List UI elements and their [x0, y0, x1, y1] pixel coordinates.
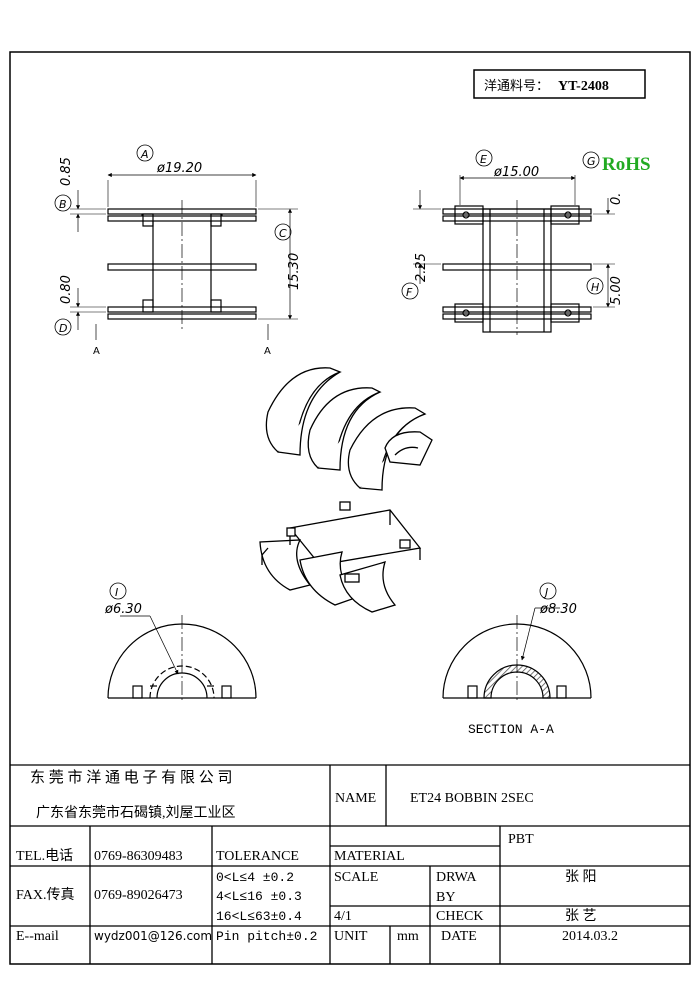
sheet-border — [9, 51, 691, 965]
title-block-text: 东 莞 市 洋 通 电 子 有 限 公 司 广东省东莞市石碣镇,刘屋工业区 NA… — [16, 769, 618, 944]
checked-by-value: 张 艺 — [565, 908, 597, 924]
dim-f-tag: F — [406, 286, 413, 299]
dim-h-value: 5.00 — [609, 276, 624, 305]
check-label: CHECK — [436, 909, 483, 924]
name-value: ET24 BOBBIN 2SEC — [410, 791, 534, 806]
dim-c-value: 15.30 — [287, 253, 302, 290]
dim-c-tag: C — [279, 227, 287, 240]
dim-a-value: ø19.20 — [156, 161, 202, 176]
side-view — [413, 175, 615, 335]
tolerance-label: TOLERANCE — [216, 849, 299, 864]
dim-e-tag: E — [480, 153, 487, 166]
tolerance-row-2: 4<L≤16 ±0.3 — [216, 889, 302, 904]
drwa-label: DRWA — [436, 870, 477, 885]
front-view-labels: A ø19.20 B 0.85 D 0.80 C 15.30 A A — [54, 144, 302, 357]
dim-b-tag: B — [59, 198, 67, 211]
dim-g-tag: G — [587, 155, 596, 168]
side-view-labels: E ø15.00 G 0. F 2.25 H 5.00 — [401, 149, 624, 305]
tel-value: 0769-86309483 — [94, 849, 183, 864]
scale-value: 4/1 — [334, 909, 352, 924]
section-mark-right: A — [264, 346, 271, 357]
section-j-view — [442, 607, 592, 702]
unit-value: mm — [397, 929, 419, 944]
section-mark-left: A — [93, 346, 100, 357]
part-number-label: 洋通料号： — [484, 79, 549, 94]
fax-label: FAX.传真 — [16, 887, 74, 903]
dim-j-value: ø8.30 — [539, 602, 577, 617]
email-value: wydz001@126.com — [94, 929, 212, 943]
email-label: E--mail — [16, 929, 59, 944]
rohs-mark: RoHS — [602, 154, 651, 175]
title-block-grid — [10, 764, 690, 964]
section-label: SECTION A-A — [468, 722, 554, 737]
material-label: MATERIAL — [334, 849, 405, 864]
tolerance-row-1: 0<L≤4 ±0.2 — [216, 870, 294, 885]
company-address: 广东省东莞市石碣镇,刘屋工业区 — [36, 804, 236, 821]
dim-g-value: 0. — [609, 193, 624, 205]
dim-d-tag: D — [59, 322, 67, 335]
front-view — [70, 172, 298, 340]
tel-label: TEL.电话 — [16, 848, 73, 864]
dim-a-tag: A — [140, 148, 149, 161]
isometric-bottom — [259, 501, 422, 613]
by-label: BY — [436, 890, 455, 905]
dim-h-tag: H — [591, 281, 599, 294]
name-label: NAME — [335, 791, 376, 806]
dim-i-value: ø6.30 — [104, 602, 142, 617]
scale-label: SCALE — [334, 870, 378, 885]
dim-b-value: 0.85 — [59, 157, 74, 186]
tolerance-row-3: 16<L≤63±0.4 — [216, 909, 302, 924]
company-name: 东 莞 市 洋 通 电 子 有 限 公 司 — [30, 769, 233, 786]
tolerance-row-4: Pin pitch±0.2 — [216, 929, 317, 944]
section-i-view — [107, 615, 257, 702]
dim-e-value: ø15.00 — [493, 165, 539, 180]
unit-label: UNIT — [334, 929, 368, 944]
section-i-labels: I ø6.30 — [104, 582, 142, 617]
part-number-value: YT-2408 — [558, 79, 609, 94]
dim-i-tag: I — [115, 586, 118, 599]
drawn-by-value: 张 阳 — [565, 869, 597, 885]
dim-d-value: 0.80 — [59, 275, 74, 304]
material-value: PBT — [508, 832, 534, 847]
section-j-labels: J ø8.30 SECTION A-A — [468, 582, 577, 737]
isometric-top — [265, 367, 433, 491]
dim-j-tag: J — [543, 586, 548, 599]
fax-value: 0769-89026473 — [94, 888, 183, 903]
date-label: DATE — [441, 929, 477, 944]
date-value: 2014.03.2 — [562, 929, 618, 944]
dim-f-value: 2.25 — [414, 253, 429, 282]
part-number-box: 洋通料号： YT-2408 — [473, 69, 646, 99]
